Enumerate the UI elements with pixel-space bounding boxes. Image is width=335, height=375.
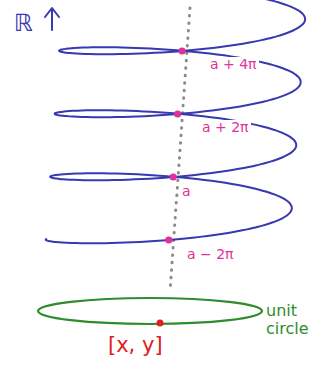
point-label: a [180, 184, 193, 199]
space-symbol: ℝ [14, 10, 33, 36]
circle-label: unit circle [266, 302, 324, 337]
marker-dot [178, 47, 185, 54]
marker-dot [170, 173, 177, 180]
up-arrow [45, 8, 59, 30]
point-label: a − 2π [185, 247, 236, 262]
point-label: a + 2π [200, 120, 251, 135]
helix-group [46, 0, 305, 244]
point-label: a + 4π [208, 57, 259, 72]
marker-dot [174, 110, 181, 117]
point-coordinates: [x, y] [108, 334, 163, 357]
point-dot [157, 320, 164, 327]
marker-dot [165, 236, 172, 243]
helix-curve [46, 0, 305, 243]
unit-circle [38, 298, 262, 324]
